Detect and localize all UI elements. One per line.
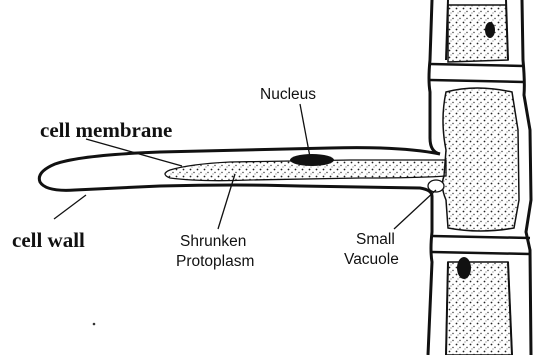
small-label-line1: Small [356, 230, 395, 249]
protoplasm-label-line2: Protoplasm [176, 252, 254, 271]
small-vacuole-leader-line [394, 190, 436, 229]
neighbouring-cell-column [428, 0, 531, 355]
cell-membrane-label: cell membrane [40, 118, 172, 143]
vacuole-label-line2: Vacuole [344, 250, 399, 269]
speck [93, 323, 96, 326]
nucleus-label: Nucleus [260, 85, 316, 104]
shrunken-label-line1: Shrunken [180, 232, 246, 251]
cell-wall-leader-line [54, 195, 86, 219]
root-hair [39, 148, 446, 196]
cell-wall-label: cell wall [12, 228, 85, 253]
